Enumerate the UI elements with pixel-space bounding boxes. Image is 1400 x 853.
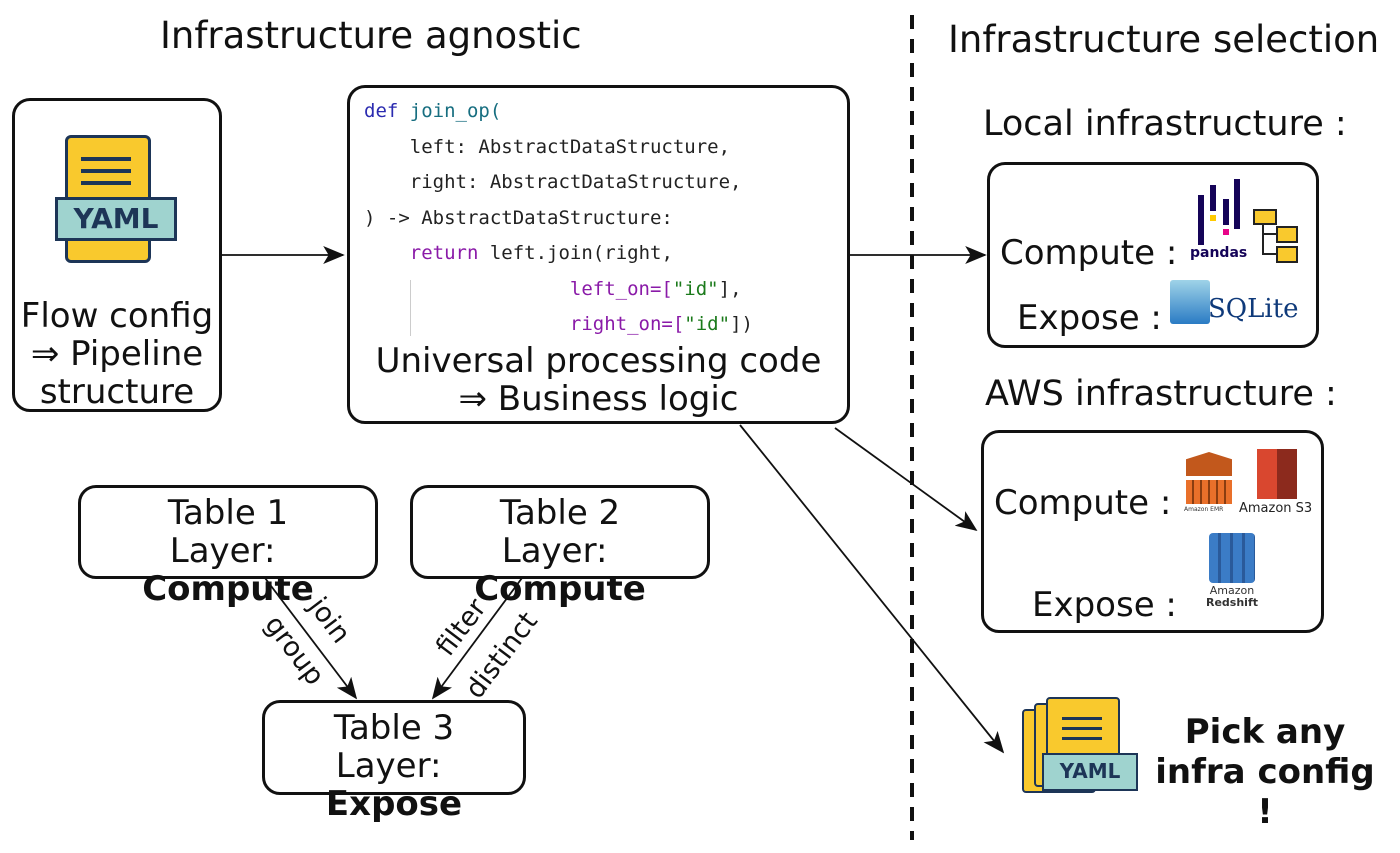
amazon-s3-logo-icon: Amazon S3: [1239, 449, 1314, 519]
heading-infra-agnostic: Infrastructure agnostic: [160, 14, 582, 57]
local-compute-label: Compute :: [1000, 233, 1178, 273]
code-box: def join_op( left: AbstractDataStructure…: [347, 85, 850, 424]
heading-infra-selection: Infrastructure selection: [948, 18, 1380, 61]
table-2-layer: Layer: Compute: [474, 531, 646, 609]
arrow-code-to-aws: [834, 427, 978, 532]
pick-any-text: Pick any infra config !: [1155, 712, 1375, 832]
table-1-layer: Layer: Compute: [142, 531, 314, 609]
table-1-box: Table 1 Layer: Compute: [78, 485, 378, 608]
table-3-box: Table 3 Layer: Expose: [262, 700, 526, 823]
code-box-line2: ⇒ Business logic: [458, 379, 739, 419]
code-snippet: def join_op( left: AbstractDataStructure…: [364, 100, 753, 335]
local-infra-title: Local infrastructure :: [983, 104, 1347, 144]
arrow-table1-to-table3: [264, 577, 358, 700]
code-box-line1: Universal processing code: [375, 341, 822, 381]
arrow-table2-to-table3: [431, 577, 523, 700]
aws-compute-label: Compute :: [994, 483, 1172, 523]
aws-infra-box: Compute : Expose : Amazon EMR Amazon S3 …: [981, 430, 1324, 633]
arrow-code-to-yaml: [739, 424, 1005, 754]
table-1-name: Table 1: [167, 493, 289, 533]
aws-infra-title: AWS infrastructure :: [985, 374, 1337, 414]
local-infra-box: Compute : Expose : pandas SQLite: [987, 162, 1319, 348]
sqlite-logo-icon: SQLite: [1170, 280, 1310, 332]
aws-expose-label: Expose :: [1032, 585, 1177, 625]
pandas-logo-icon: pandas: [1190, 177, 1250, 267]
flow-config-line2: ⇒ Pipeline: [30, 334, 204, 374]
folder-tree-icon: [1253, 207, 1299, 265]
flow-config-line3: structure: [39, 372, 195, 412]
table-2-name: Table 2: [499, 493, 621, 533]
table-3-layer: Layer: Expose: [325, 746, 463, 824]
table-2-box: Table 2 Layer: Compute: [410, 485, 710, 608]
yaml-file-icon: YAML: [55, 135, 177, 265]
amazon-emr-logo-icon: Amazon EMR: [1184, 448, 1234, 518]
yaml-stack-icon: YAML: [1022, 697, 1138, 797]
table-3-name: Table 3: [333, 708, 455, 748]
flow-config-box: YAML Flow config ⇒ Pipeline structure: [12, 98, 222, 412]
local-expose-label: Expose :: [1017, 298, 1162, 338]
flow-config-line1: Flow config: [20, 296, 214, 336]
